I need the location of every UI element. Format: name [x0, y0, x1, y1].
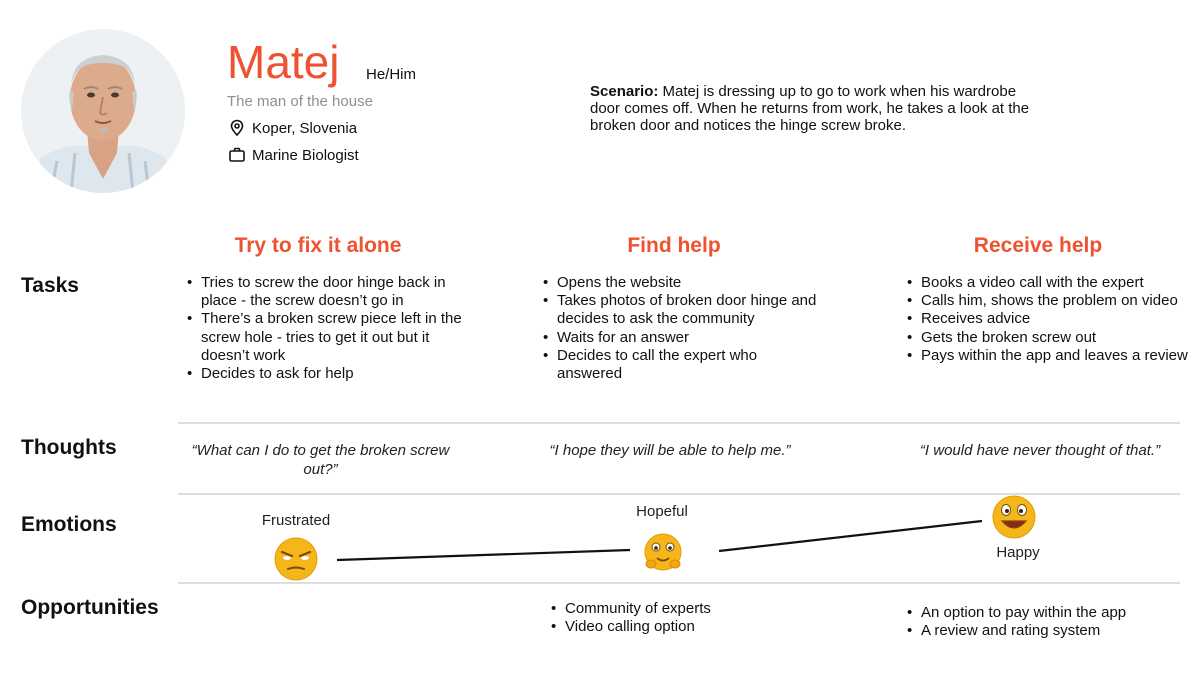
frustrated-emoji-icon	[274, 537, 318, 581]
list-item: Opens the website	[541, 274, 821, 292]
stage-try-alone: Try to fix it alone	[234, 234, 402, 257]
location-text: Koper, Slovenia	[252, 119, 358, 137]
hopeful-emoji-icon	[644, 533, 682, 571]
persona-occupation: Marine Biologist	[228, 146, 359, 164]
scenario-label: Scenario:	[590, 83, 659, 100]
emotion-label-hopeful: Hopeful	[636, 503, 688, 520]
thought-stage-1: “What can I do to get the broken screw o…	[191, 442, 450, 478]
row-label-emotions: Emotions	[21, 513, 117, 536]
list-item: Calls him, shows the problem on video	[905, 292, 1190, 310]
opportunities-list-stage-2: Community of experts Video calling optio…	[549, 600, 849, 637]
opportunities-list-stage-3: An option to pay within the app A review…	[905, 604, 1190, 641]
list-item: Decides to ask for help	[185, 365, 475, 383]
list-item: Receives advice	[905, 310, 1190, 328]
row-label-thoughts: Thoughts	[21, 436, 117, 459]
list-item: Decides to call the expert who answered	[541, 347, 821, 383]
list-item: Books a video call with the expert	[905, 274, 1190, 292]
emotion-line-segment	[718, 519, 983, 553]
occupation-text: Marine Biologist	[252, 146, 359, 164]
list-item: Community of experts	[549, 600, 849, 618]
persona-role: The man of the house	[227, 93, 373, 110]
list-item: Waits for an answer	[541, 329, 821, 347]
scenario: Scenario: Matej is dressing up to go to …	[590, 83, 1030, 134]
tasks-list-stage-2: Opens the website Takes photos of broken…	[541, 274, 821, 383]
list-item: Tries to screw the door hinge back in pl…	[185, 274, 475, 310]
persona-location: Koper, Slovenia	[228, 119, 357, 137]
briefcase-icon	[228, 146, 246, 164]
emotion-label-happy: Happy	[996, 544, 1040, 561]
row-label-opportunities: Opportunities	[21, 596, 159, 619]
list-item: There’s a broken screw piece left in the…	[185, 310, 475, 365]
list-item: Gets the broken screw out	[905, 329, 1190, 347]
divider	[178, 582, 1180, 584]
happy-emoji-icon	[992, 495, 1036, 539]
stage-find-help: Find help	[627, 234, 721, 257]
list-item: A review and rating system	[905, 622, 1190, 640]
thought-stage-2: “I hope they will be able to help me.”	[549, 442, 791, 459]
divider	[178, 422, 1180, 424]
persona-name: Matej	[227, 36, 340, 88]
list-item: Video calling option	[549, 618, 849, 636]
divider	[178, 493, 1180, 495]
tasks-list-stage-3: Books a video call with the expert Calls…	[905, 274, 1190, 365]
emotion-label-frustrated: Frustrated	[261, 512, 331, 529]
persona-pronouns: He/Him	[366, 66, 417, 83]
thought-stage-3: “I would have never thought of that.”	[919, 442, 1161, 459]
persona-avatar	[21, 29, 185, 193]
list-item: An option to pay within the app	[905, 604, 1190, 622]
stage-receive-help: Receive help	[973, 234, 1103, 257]
row-label-tasks: Tasks	[21, 274, 79, 297]
emotion-line-segment	[336, 548, 631, 562]
tasks-list-stage-1: Tries to screw the door hinge back in pl…	[185, 274, 475, 383]
list-item: Pays within the app and leaves a review	[905, 347, 1190, 365]
location-pin-icon	[228, 119, 246, 137]
scenario-text: Matej is dressing up to go to work when …	[590, 83, 1030, 134]
list-item: Takes photos of broken door hinge and de…	[541, 292, 821, 328]
